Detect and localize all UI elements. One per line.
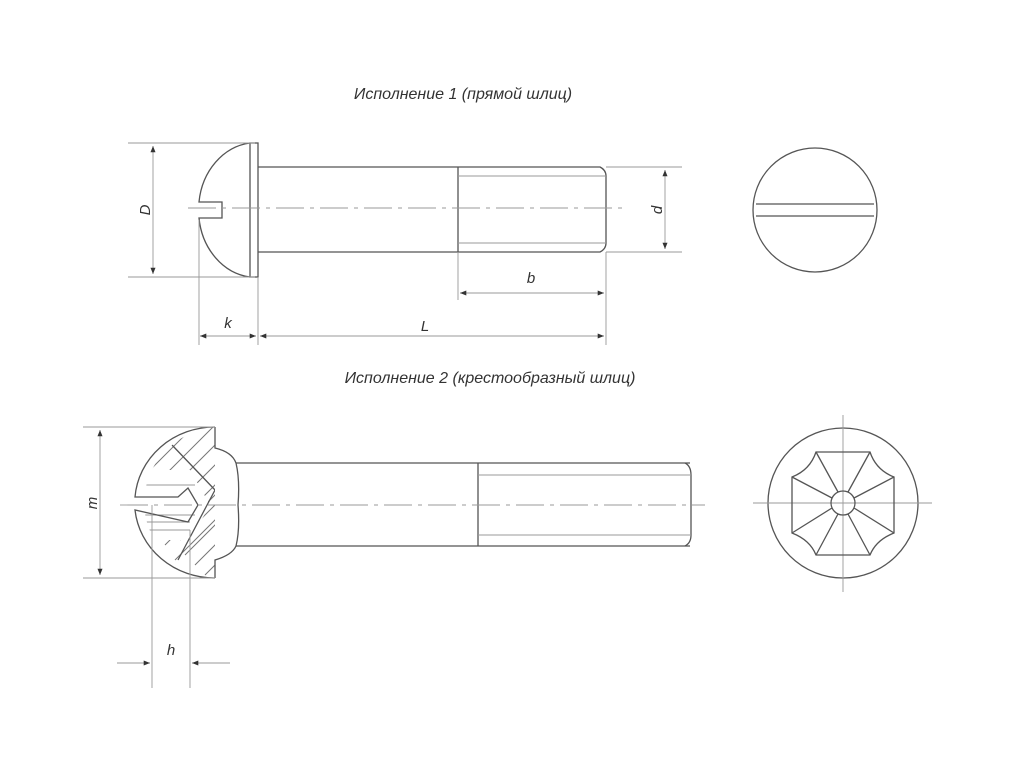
dim-m-label: m [84,497,101,510]
dim-b-label: b [527,270,535,287]
title-variant-2: Исполнение 2 (крестообразный шлиц) [345,370,636,387]
dimension-lines-variant-2: m h [83,426,230,688]
dimension-lines-variant-1: D d b k L [128,142,682,345]
screw-side-view-slotted [188,142,622,278]
cross-recess-head-top-view [753,415,932,592]
title-variant-1: Исполнение 1 (прямой шлиц) [354,86,572,103]
dim-h-label: h [167,642,175,659]
slotted-head-top-view [752,147,878,273]
dim-L-label: L [421,318,429,335]
dim-k-label: k [224,315,233,332]
dim-d-label: d [649,205,666,214]
dim-D-label: D [137,204,154,215]
screw-side-view-cross-section [120,426,705,579]
